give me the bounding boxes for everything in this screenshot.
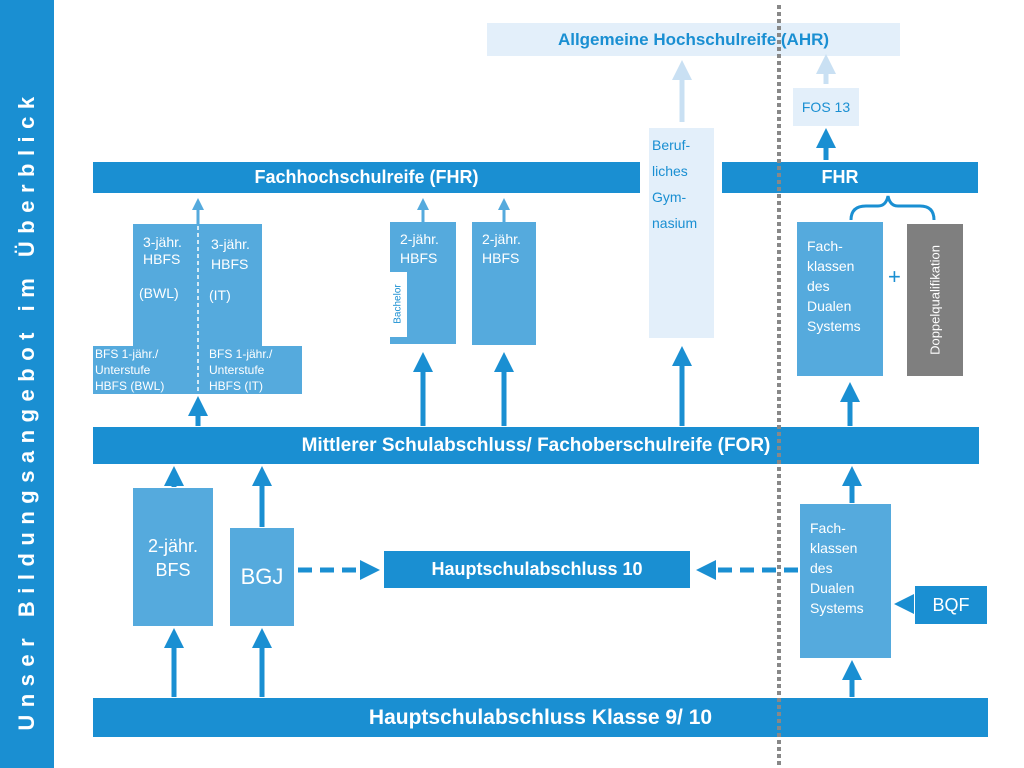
sidebar: Unser Bildungsangebot im Überblick: [0, 0, 54, 768]
dual-upper-line3: des: [807, 278, 830, 294]
hbfs2-box: 2-jähr. HBFS: [472, 222, 536, 345]
fhr-right-band: FHR: [722, 162, 978, 193]
dual-upper-box: Fach- klassen des Dualen Systems: [797, 222, 883, 376]
bfs-bwl-line3: HBFS (BWL): [95, 379, 165, 393]
bfs-bwl-line2: Unterstufe: [95, 363, 151, 377]
dual-upper-line1: Fach-: [807, 238, 843, 254]
dual-lower-line3: des: [810, 560, 833, 576]
dual-lower-line1: Fach-: [810, 520, 846, 536]
gymnasium-line1: Beruf-: [652, 137, 691, 153]
dual-lower-line4: Dualen: [810, 580, 855, 596]
msa-label: Mittlerer Schulabschluss/ Fachoberschulr…: [301, 434, 771, 456]
hbfs-it-line1: 3-jähr.: [211, 236, 250, 252]
dual-lower-line2: klassen: [810, 540, 858, 556]
plus-sign: +: [888, 264, 901, 289]
fhr-band: Fachhochschulreife (FHR): [93, 162, 640, 193]
bfs-bwl-line1: BFS 1-jähr./: [95, 347, 159, 361]
bqf-box: BQF: [915, 586, 987, 624]
hbfs-bwl-line2: HBFS: [143, 251, 181, 267]
msa-band: Mittlerer Schulabschluss/ Fachoberschulr…: [93, 427, 979, 464]
bfs2-box: 2-jähr. BFS: [133, 488, 213, 626]
bachelor-tag: Bachelor: [390, 272, 407, 337]
hbfs2-line1: 2-jähr.: [482, 231, 521, 247]
fhr-brace: [849, 195, 936, 221]
bqf-label: BQF: [932, 594, 970, 615]
hbfs-it-line2: HBFS: [211, 256, 249, 272]
dual-upper-line2: klassen: [807, 258, 855, 274]
bfs2-line1: 2-jähr.: [147, 536, 199, 556]
hbfs-it-line3: (IT): [209, 287, 231, 303]
bgj-box: BGJ: [230, 528, 294, 626]
hbfs-bwl-line3: (BWL): [139, 285, 179, 301]
ahr-box: Allgemeine Hochschulreife (AHR): [487, 23, 900, 56]
hbfs2-bachelor-box: 2-jähr. HBFS Bachelor: [390, 222, 456, 344]
fos13-box: FOS 13: [793, 88, 859, 126]
bfs-it-line1: BFS 1-jähr./: [209, 347, 273, 361]
hbfs-bwl-line1: 3-jähr.: [143, 234, 182, 250]
bottom-label: Hauptschulabschluss Klasse 9/ 10: [368, 705, 713, 729]
hsa10-band: Hauptschulabschluss 10: [384, 551, 690, 588]
bottom-band: Hauptschulabschluss Klasse 9/ 10: [93, 698, 988, 737]
fhr-label: Fachhochschulreife (FHR): [254, 167, 479, 187]
dual-upper-line5: Systems: [807, 318, 861, 334]
fhr-right-label: FHR: [821, 167, 859, 187]
bfs2-line2: BFS: [155, 560, 191, 580]
bgj-label: BGJ: [240, 564, 284, 589]
bfs-it-line2: Unterstufe: [209, 363, 265, 377]
hbfs2-line2: HBFS: [482, 250, 520, 266]
gymnasium-line3: Gym-: [652, 189, 687, 205]
hsa10-label: Hauptschulabschluss 10: [431, 559, 643, 579]
dual-lower-line5: Systems: [810, 600, 864, 616]
hbfs2-bachelor-line2: HBFS: [400, 250, 438, 266]
doppelqualifikation-box: Doppelqualifikation: [907, 224, 963, 376]
fos13-label: FOS 13: [801, 99, 851, 115]
bfs-it-line3: HBFS (IT): [209, 379, 263, 393]
dual-upper-line4: Dualen: [807, 298, 852, 314]
gymnasium-box: Beruf- liches Gym- nasium: [649, 128, 714, 338]
gymnasium-line4: nasium: [652, 215, 698, 231]
ahr-label: Allgemeine Hochschulreife (AHR): [557, 29, 830, 49]
dual-lower-box: Fach- klassen des Dualen Systems: [800, 504, 891, 658]
gymnasium-line2: liches: [652, 163, 688, 179]
hbfs2-bachelor-line1: 2-jähr.: [400, 231, 439, 247]
